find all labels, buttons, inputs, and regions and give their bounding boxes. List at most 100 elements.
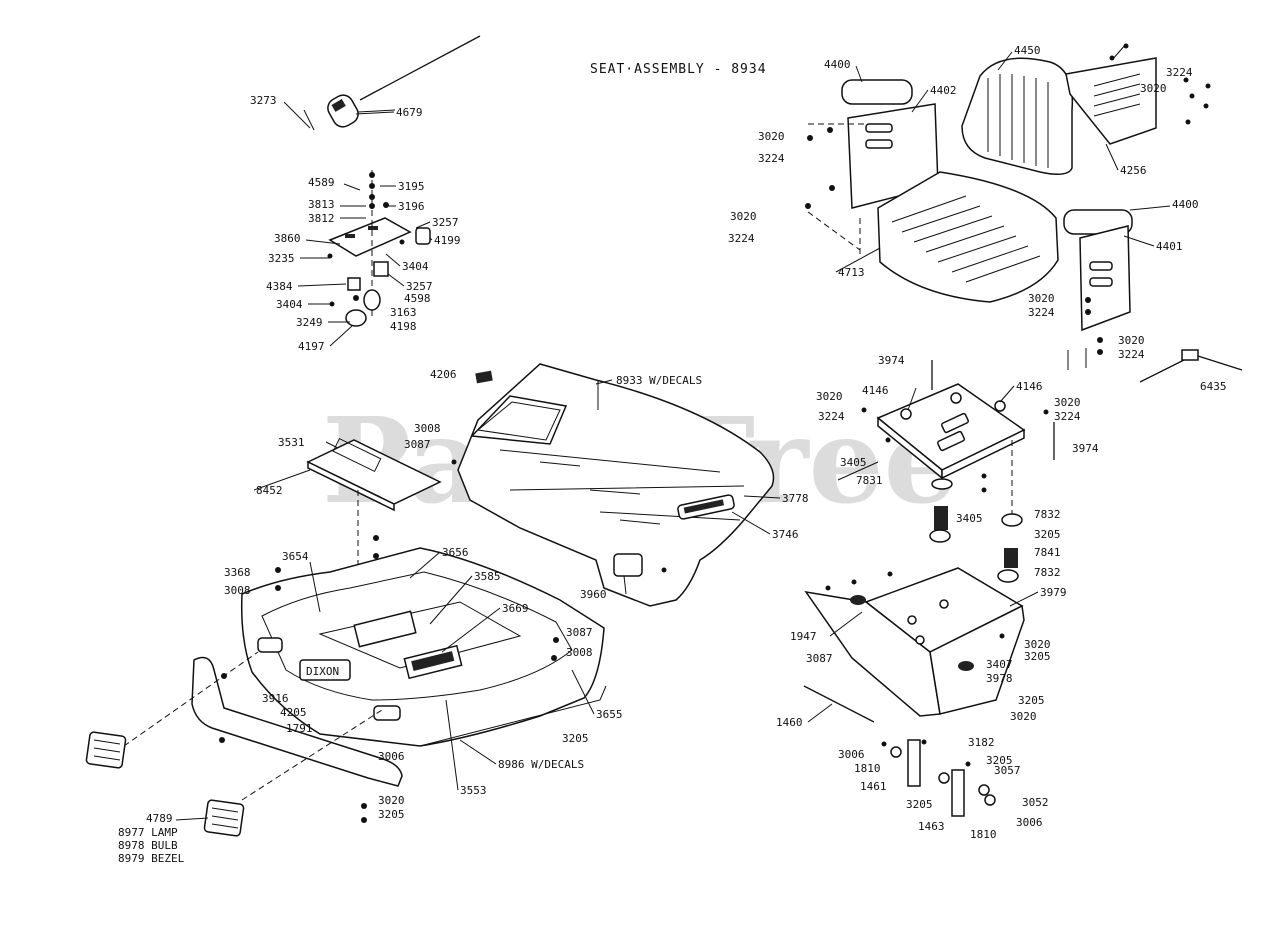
- hood-8933: [451, 363, 775, 607]
- svg-text:3182: 3182: [968, 736, 995, 749]
- svg-text:3006: 3006: [1016, 816, 1043, 829]
- svg-text:3052: 3052: [1022, 796, 1049, 809]
- svg-text:4199: 4199: [434, 234, 461, 247]
- svg-text:3020: 3020: [1054, 396, 1081, 409]
- svg-text:4400: 4400: [824, 58, 851, 71]
- svg-text:3196: 3196: [398, 200, 425, 213]
- svg-text:3224: 3224: [1166, 66, 1193, 79]
- svg-text:DIXON: DIXON: [306, 665, 339, 678]
- svg-text:4146: 4146: [862, 384, 889, 397]
- svg-text:3916: 3916: [262, 692, 289, 705]
- svg-text:3257: 3257: [406, 280, 433, 293]
- svg-text:3087: 3087: [404, 438, 431, 451]
- svg-text:3585: 3585: [474, 570, 501, 583]
- svg-text:3020: 3020: [1140, 82, 1167, 95]
- svg-text:3812: 3812: [308, 212, 335, 225]
- svg-text:3224: 3224: [1028, 306, 1055, 319]
- svg-text:8979 BEZEL: 8979 BEZEL: [118, 852, 185, 865]
- part-labels: 3273 4679 4589 3195 3813 3196 3812 3257 …: [146, 44, 1227, 841]
- svg-text:3057: 3057: [994, 764, 1021, 777]
- svg-text:3405: 3405: [956, 512, 983, 525]
- svg-text:3224: 3224: [1118, 348, 1145, 361]
- svg-text:4146: 4146: [1016, 380, 1043, 393]
- svg-text:3224: 3224: [758, 152, 785, 165]
- lamp-note: 8977 LAMP 8978 BULB 8979 BEZEL: [118, 826, 185, 865]
- svg-text:3020: 3020: [816, 390, 843, 403]
- svg-text:3778: 3778: [782, 492, 809, 505]
- svg-text:7832: 7832: [1034, 566, 1061, 579]
- seat-switch-cable: [303, 35, 481, 131]
- seat-frame-bracket: [803, 567, 1025, 817]
- svg-text:3405: 3405: [840, 456, 867, 469]
- svg-text:1460: 1460: [776, 716, 803, 729]
- svg-text:3195: 3195: [398, 180, 425, 193]
- svg-text:1791: 1791: [286, 722, 313, 735]
- svg-text:3087: 3087: [806, 652, 833, 665]
- svg-text:4400: 4400: [1172, 198, 1199, 211]
- svg-text:3020: 3020: [730, 210, 757, 223]
- svg-text:3205: 3205: [1034, 528, 1061, 541]
- svg-text:3205: 3205: [1024, 650, 1051, 663]
- svg-text:3273: 3273: [250, 94, 277, 107]
- svg-text:3654: 3654: [282, 550, 309, 563]
- svg-text:3008: 3008: [224, 584, 251, 597]
- front-bumper-1791: [123, 651, 403, 823]
- svg-text:4206: 4206: [430, 368, 457, 381]
- svg-text:3974: 3974: [1072, 442, 1099, 455]
- svg-text:3008: 3008: [566, 646, 593, 659]
- svg-text:3224: 3224: [818, 410, 845, 423]
- svg-text:3020: 3020: [758, 130, 785, 143]
- svg-text:8452: 8452: [256, 484, 283, 497]
- seat-mount-plate: [861, 360, 1055, 583]
- svg-text:4402: 4402: [930, 84, 957, 97]
- svg-text:3531: 3531: [278, 436, 305, 449]
- svg-text:3087: 3087: [566, 626, 593, 639]
- svg-text:4789: 4789: [146, 812, 173, 825]
- svg-text:4198: 4198: [390, 320, 417, 333]
- svg-text:7841: 7841: [1034, 546, 1061, 559]
- diagram-title: SEAT·ASSEMBLY - 8934: [590, 62, 767, 77]
- svg-text:8977 LAMP: 8977 LAMP: [118, 826, 178, 839]
- svg-text:4256: 4256: [1120, 164, 1147, 177]
- svg-text:3020: 3020: [1024, 638, 1051, 651]
- svg-text:3006: 3006: [838, 748, 865, 761]
- svg-text:4205: 4205: [280, 706, 307, 719]
- svg-text:3813: 3813: [308, 198, 335, 211]
- svg-text:4598: 4598: [404, 292, 431, 305]
- svg-text:1947: 1947: [790, 630, 817, 643]
- svg-text:3404: 3404: [402, 260, 429, 273]
- svg-text:3655: 3655: [596, 708, 623, 721]
- svg-text:3407: 3407: [986, 658, 1013, 671]
- svg-text:3205: 3205: [906, 798, 933, 811]
- svg-text:4589: 4589: [308, 176, 335, 189]
- seat-assembly: [805, 43, 1243, 383]
- svg-text:3404: 3404: [276, 298, 303, 311]
- headlamp-right: [203, 799, 245, 837]
- seat-switch-bracket: [327, 170, 431, 327]
- svg-text:6435: 6435: [1200, 380, 1227, 393]
- headlamp-left: [85, 731, 127, 769]
- svg-text:3020: 3020: [1028, 292, 1055, 305]
- svg-text:1810: 1810: [970, 828, 997, 841]
- svg-text:3960: 3960: [580, 588, 607, 601]
- svg-text:4450: 4450: [1014, 44, 1041, 57]
- svg-text:3020: 3020: [378, 794, 405, 807]
- svg-text:3669: 3669: [502, 602, 529, 615]
- svg-text:4401: 4401: [1156, 240, 1183, 253]
- svg-text:3224: 3224: [1054, 410, 1081, 423]
- svg-text:7832: 7832: [1034, 508, 1061, 521]
- svg-text:3205: 3205: [1018, 694, 1045, 707]
- svg-text:4679: 4679: [396, 106, 423, 119]
- svg-text:1810: 1810: [854, 762, 881, 775]
- svg-text:3979: 3979: [1040, 586, 1067, 599]
- svg-text:3224: 3224: [728, 232, 755, 245]
- svg-text:3368: 3368: [224, 566, 251, 579]
- svg-text:3008: 3008: [414, 422, 441, 435]
- svg-text:4384: 4384: [266, 280, 293, 293]
- svg-text:4197: 4197: [298, 340, 325, 353]
- svg-text:3860: 3860: [274, 232, 301, 245]
- svg-text:1461: 1461: [860, 780, 887, 793]
- svg-text:3163: 3163: [390, 306, 417, 319]
- svg-text:7831: 7831: [856, 474, 883, 487]
